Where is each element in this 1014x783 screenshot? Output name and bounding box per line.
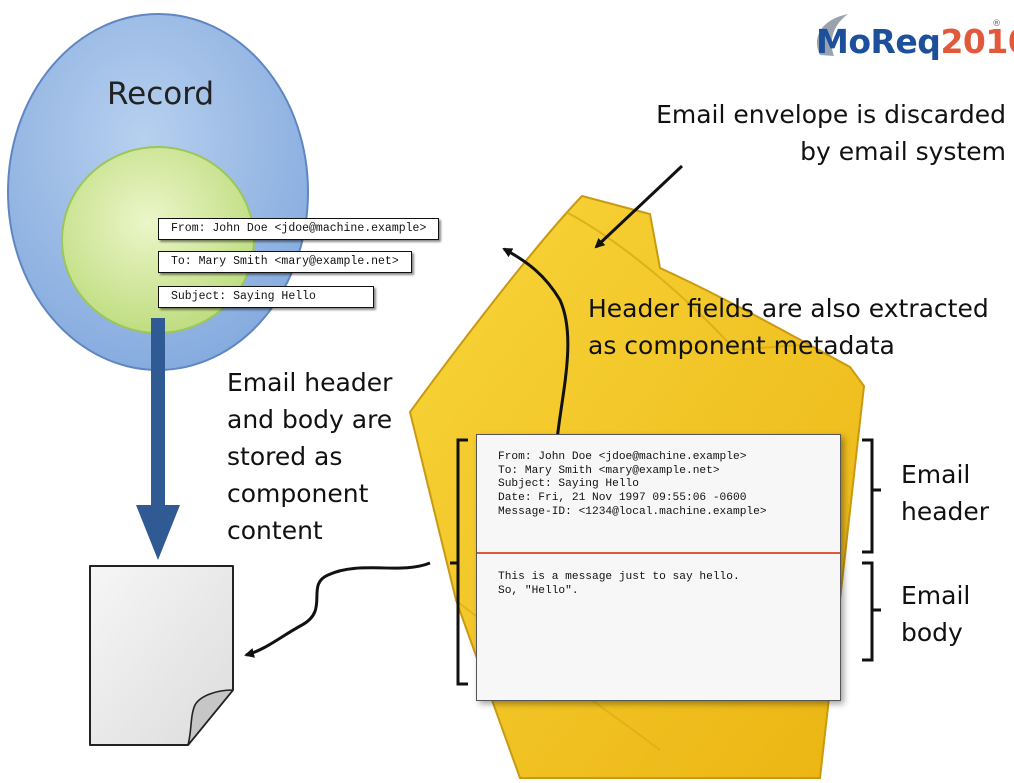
bracket-label-line: header	[901, 497, 990, 526]
annotation-line: content	[227, 516, 323, 545]
content-storage-arrow	[244, 561, 431, 658]
annotation-line: Email envelope is discarded	[656, 100, 1006, 129]
email-header-line: To: Mary Smith <mary@example.net>	[498, 464, 720, 477]
email-body-bracket	[862, 561, 881, 662]
annotation-line: by email system	[800, 137, 1006, 166]
logo-text-moreq: MoReq	[816, 22, 941, 61]
email-header-line: Subject: Saying Hello	[498, 478, 639, 491]
bracket-label-line: Email	[901, 460, 971, 489]
document-icon	[89, 565, 234, 746]
annotation-line: and body are	[227, 405, 393, 434]
email-header-bracket	[862, 438, 881, 554]
stored-as-content-annotation: Email header and body are stored as comp…	[227, 364, 392, 549]
record-title: Record	[107, 76, 215, 112]
envelope-discarded-annotation: Email envelope is discarded by email sys…	[640, 96, 1006, 170]
metadata-field-from: From: John Doe <jdoe@machine.example>	[158, 218, 440, 240]
record-to-document-arrow	[136, 318, 180, 560]
email-message-card: From: John Doe <jdoe@machine.example> To…	[476, 434, 841, 701]
email-left-bracket	[450, 438, 468, 686]
annotation-line: Email header	[227, 368, 393, 397]
annotation-line: component	[227, 479, 369, 508]
email-body-line: So, "Hello".	[498, 584, 579, 597]
moreq-logo: MoReq2010 ®	[808, 16, 1014, 70]
metadata-field-subject: Subject: Saying Hello	[158, 286, 374, 308]
email-header-line: Message-ID: <1234@local.machine.example>	[498, 505, 767, 518]
metadata-field-to: To: Mary Smith <mary@example.net>	[158, 251, 412, 273]
email-body-section: This is a message just to say hello. So,…	[498, 571, 740, 598]
bracket-label-line: body	[901, 618, 963, 647]
email-header-section: From: John Doe <jdoe@machine.example> To…	[498, 451, 767, 520]
email-header-line: Date: Fri, 21 Nov 1997 09:55:06 -0600	[498, 492, 747, 505]
email-header-label: Email header	[901, 456, 989, 530]
header-extraction-arrow	[502, 247, 570, 451]
email-header-line: From: John Doe <jdoe@machine.example>	[498, 451, 747, 463]
email-body-label: Email body	[901, 577, 970, 651]
email-body-line: This is a message just to say hello.	[498, 571, 740, 583]
annotation-line: Header fields are also extracted	[588, 294, 989, 323]
annotation-line: as component metadata	[588, 331, 895, 360]
envelope-discard-arrow	[594, 164, 684, 249]
annotation-line: stored as	[227, 442, 343, 471]
logo-swoosh	[817, 14, 848, 56]
header-body-divider	[477, 552, 840, 554]
header-extracted-annotation: Header fields are also extracted as comp…	[588, 290, 989, 364]
logo-registered-mark: ®	[992, 19, 1001, 29]
bracket-label-line: Email	[901, 581, 971, 610]
logo-text-2010: 2010	[940, 22, 1014, 61]
